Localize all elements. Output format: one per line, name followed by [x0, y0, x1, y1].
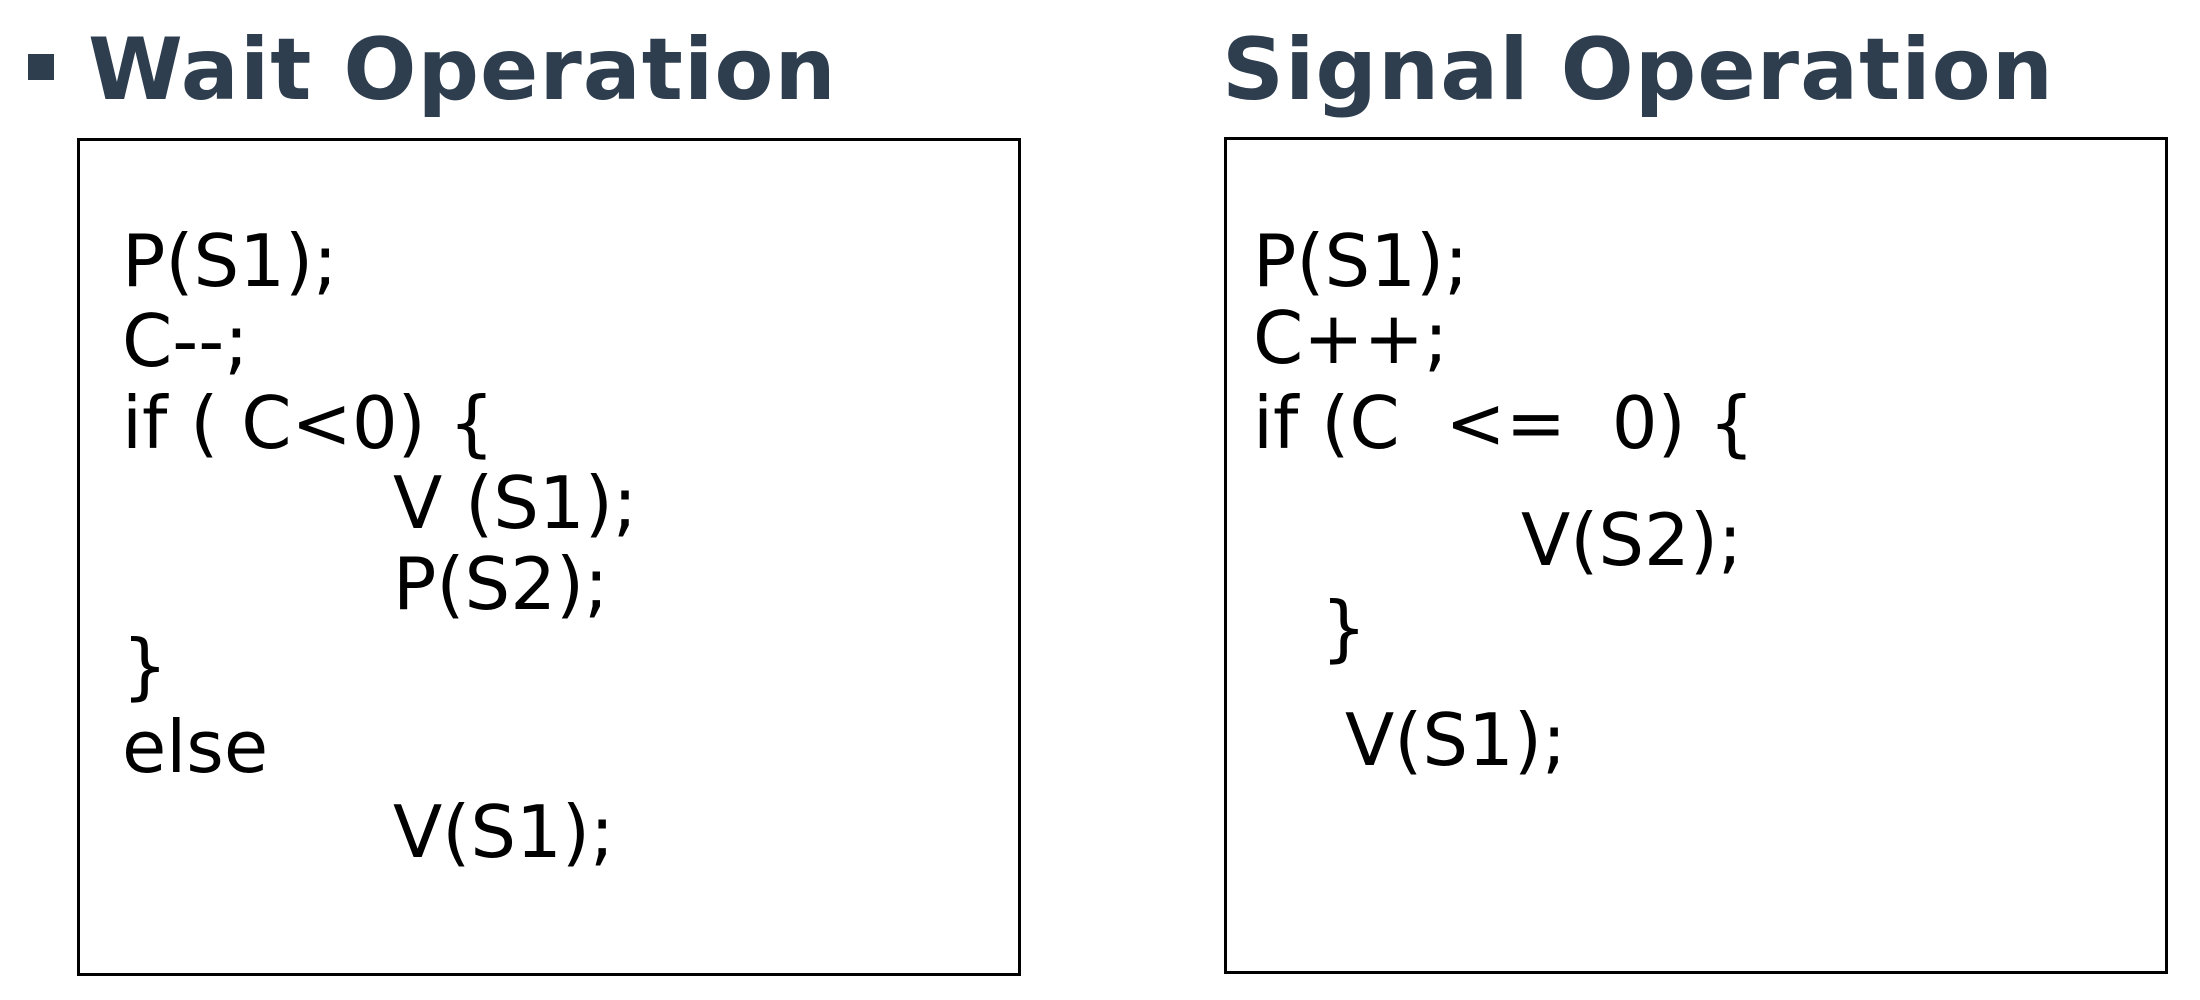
- signal-line: V(S1);: [1345, 698, 1567, 782]
- signal-line: C++;: [1253, 296, 1449, 380]
- wait-line: else: [122, 705, 269, 789]
- signal-line: }: [1321, 586, 1367, 670]
- wait-line: C--;: [122, 299, 249, 383]
- wait-operation-title: Wait Operation: [88, 20, 837, 120]
- signal-code-box: [1224, 137, 2168, 974]
- signal-line: P(S1);: [1253, 219, 1469, 303]
- wait-line: if ( C<0) {: [122, 381, 495, 465]
- wait-line: P(S1);: [122, 219, 338, 303]
- wait-line: P(S2);: [393, 542, 609, 626]
- wait-line: }: [122, 624, 168, 708]
- signal-line: V(S2);: [1521, 498, 1743, 582]
- bullet-square-icon: [28, 54, 54, 80]
- signal-line: if (C <= 0) {: [1253, 381, 1755, 465]
- wait-code-box: [77, 138, 1021, 976]
- wait-line: V (S1);: [393, 461, 638, 545]
- wait-line: V(S1);: [393, 790, 615, 874]
- signal-operation-title: Signal Operation: [1222, 20, 2054, 120]
